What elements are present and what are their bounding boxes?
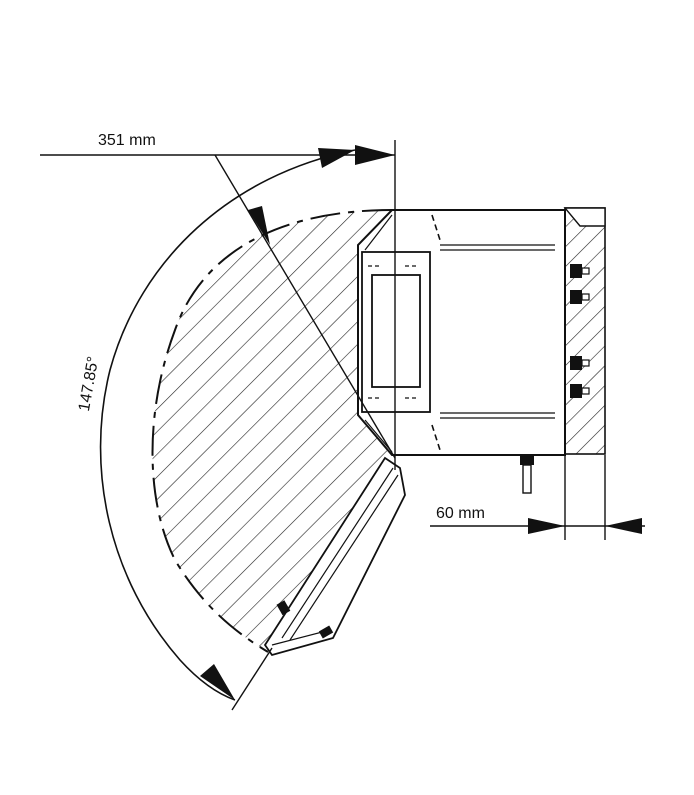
rear-connectors: [570, 264, 590, 398]
connector: [570, 264, 590, 278]
connector: [570, 290, 590, 304]
depth-dimension: [40, 145, 396, 459]
connector: [570, 356, 590, 370]
cable-gland: [520, 455, 534, 494]
angle-dimension: [99, 148, 356, 711]
wall: [563, 207, 606, 455]
depth-label: 351 mm: [98, 132, 156, 149]
front-panel: [361, 251, 431, 413]
open-door: [263, 456, 406, 657]
connector: [570, 384, 590, 398]
clearance-dimension: [430, 455, 645, 540]
clearance-label: 60 mm: [436, 505, 485, 522]
